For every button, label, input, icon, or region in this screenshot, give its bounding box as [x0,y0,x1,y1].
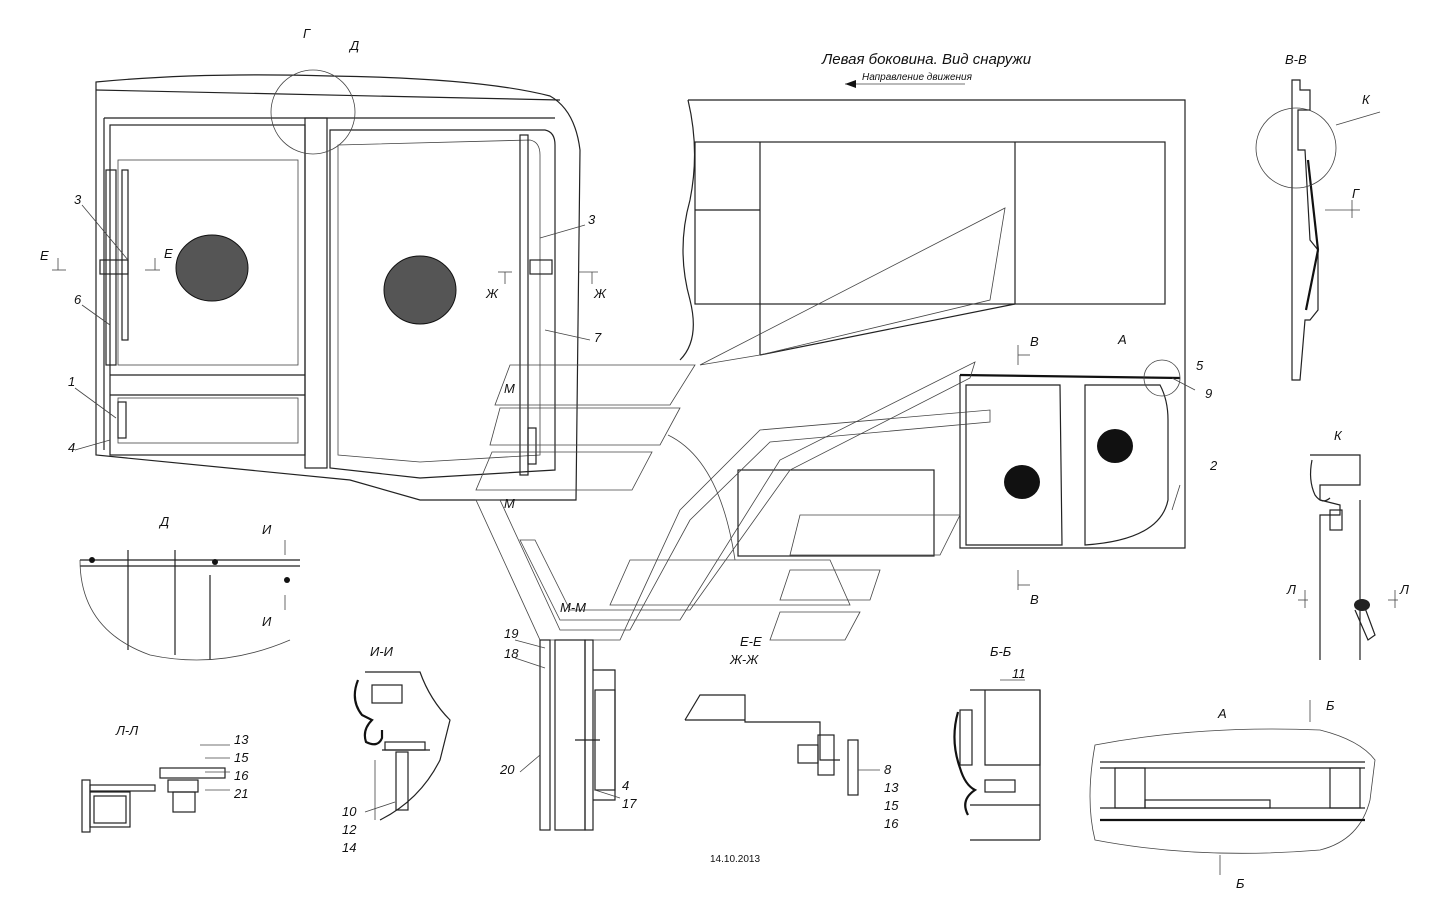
section-d-view [79,540,300,661]
label-g-mark: Г [1352,186,1360,201]
callout-6: 6 [74,292,82,307]
speaker-left-side [1004,465,1040,499]
section-k-view [1298,454,1398,660]
label-view-g: Г [303,26,311,41]
callout-5: 5 [1196,358,1204,373]
label-section-ll: Л-Л [115,723,138,738]
direction-label: Направление движения [862,72,973,83]
section-mark-v-top: В [1030,334,1039,349]
section-mark-m-bottom: М [504,496,515,511]
callout-18: 18 [504,646,519,661]
callout-16-ee: 16 [884,816,899,831]
drawing-date: 14.10.2013 [710,854,760,865]
label-section-zhzh: Ж-Ж [729,652,759,667]
label-section-k: К [1334,428,1343,443]
callout-3-right: 3 [588,212,596,227]
detail-circle-d [270,69,356,155]
callout-7: 7 [594,330,602,345]
section-mark-b-bottom: Б [1236,876,1245,891]
callout-3-left: 3 [74,192,82,207]
view-mark-a: А [1117,332,1127,347]
callout-15-ee: 15 [884,798,899,813]
label-k-mark: К [1362,92,1371,107]
callout-9: 9 [1205,386,1212,401]
callout-11: 11 [1012,666,1026,681]
speaker-right-side [1097,429,1133,463]
section-mark-v-bottom: В [1030,592,1039,607]
label-section-vv: В-В [1285,52,1307,67]
label-section-ee: Е-Е [740,634,762,649]
callout-2: 2 [1209,458,1218,473]
section-mark-l-left: Л [1286,582,1296,597]
section-bb-view [953,679,1041,841]
section-mark-b-top: Б [1326,698,1335,713]
callout-8: 8 [884,762,892,777]
callout-1: 1 [68,374,75,389]
callout-10: 10 [342,804,357,819]
section-mark-i-top: И [262,522,272,537]
callout-17: 17 [622,796,637,811]
section-mark-l-right: Л [1399,582,1409,597]
label-section-ii: И-И [370,644,394,659]
section-mark-e-right: Е [164,246,173,261]
section-mark-m-top: М [504,381,515,396]
door-assembly-view [52,69,598,501]
callout-21: 21 [233,786,248,801]
label-view-d: Д [348,38,359,53]
speaker-grille-left [175,234,249,302]
section-mark-i-bottom: И [262,614,272,629]
section-mark-e-left: Е [40,248,49,263]
label-view-a: А [1217,706,1227,721]
section-mm-view [514,639,621,831]
view-a-detail [1089,700,1376,875]
callout-20: 20 [499,762,515,777]
side-view-outside [679,80,1196,590]
section-vv-view [1255,79,1381,381]
callout-16-ll: 16 [234,768,249,783]
callout-13-ll: 13 [234,732,249,747]
page-title: Левая боковина. Вид снаружи [821,51,1032,68]
speaker-grille-right [383,255,457,325]
callout-12: 12 [342,822,357,837]
label-section-d: Д [158,514,169,529]
label-section-mm: М-М [560,600,586,615]
section-mark-zh-left: Ж [485,286,499,301]
callout-13-ee: 13 [884,780,899,795]
section-mark-zh-right: Ж [593,286,607,301]
callout-19: 19 [504,626,518,641]
section-ee-view [684,694,880,796]
section-ii-view [353,671,451,821]
section-shading-overlay [475,207,1006,641]
callout-14: 14 [342,840,356,855]
section-ll-view [81,744,230,833]
callout-4-left: 4 [68,440,75,455]
callout-4-mm: 4 [622,778,629,793]
label-section-bb: Б-Б [990,644,1012,659]
callout-15-ll: 15 [234,750,249,765]
